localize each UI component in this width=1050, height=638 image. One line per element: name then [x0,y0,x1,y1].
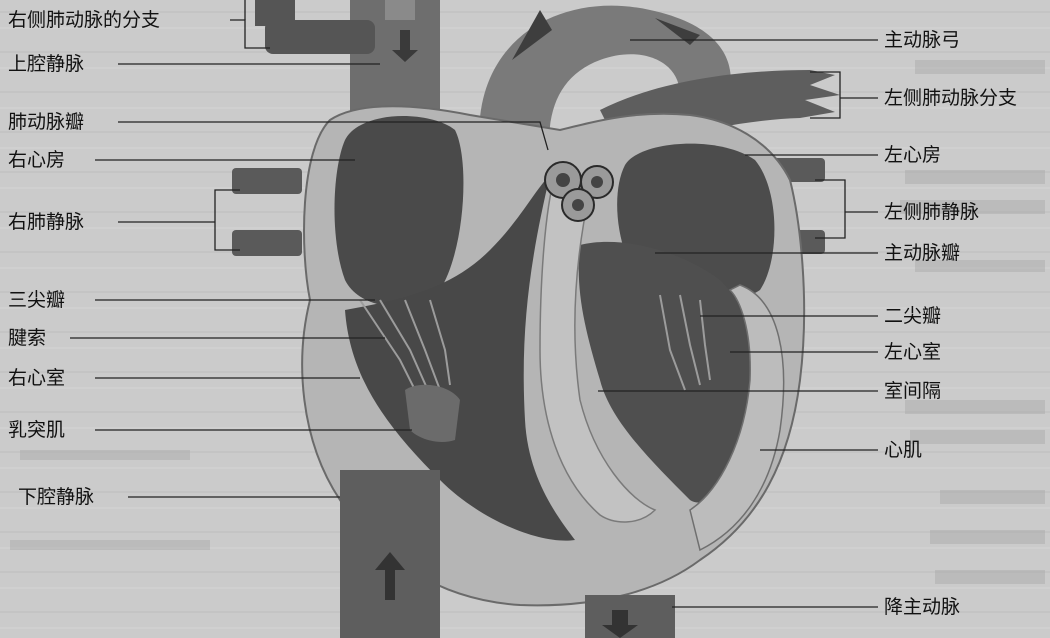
label-myocardium: 心肌 [884,439,922,461]
label-superior-vena-cava: 上腔静脉 [8,53,84,75]
descending-aorta [585,595,675,638]
label-mitral-valve: 二尖瓣 [884,305,941,327]
label-left-pulmonary-artery-branch: 左侧肺动脉分支 [884,87,1017,109]
label-right-pulmonary-vein: 右肺静脉 [8,211,84,233]
label-tricuspid-valve: 三尖瓣 [8,289,65,311]
label-descending-aorta: 降主动脉 [884,596,960,618]
label-right-pulmonary-artery-branch: 右侧肺动脉的分支 [8,9,160,31]
label-aortic-arch: 主动脉弓 [884,29,960,51]
label-chordae-tendineae: 腱索 [8,327,46,349]
label-right-ventricle: 右心室 [8,367,65,389]
label-left-ventricle: 左心室 [884,341,941,363]
label-aortic-valve: 主动脉瓣 [884,242,960,264]
label-papillary-muscle: 乳突肌 [8,419,65,441]
label-left-pulmonary-vein: 左侧肺静脉 [884,201,979,223]
label-inferior-vena-cava: 下腔静脉 [18,486,94,508]
label-interventricular-septum: 室间隔 [884,380,941,402]
inferior-vena-cava [340,470,440,638]
label-right-atrium: 右心房 [8,149,65,171]
label-left-atrium: 左心房 [884,144,941,166]
label-pulmonary-valve: 肺动脉瓣 [8,111,84,133]
right-atrium [334,116,463,306]
